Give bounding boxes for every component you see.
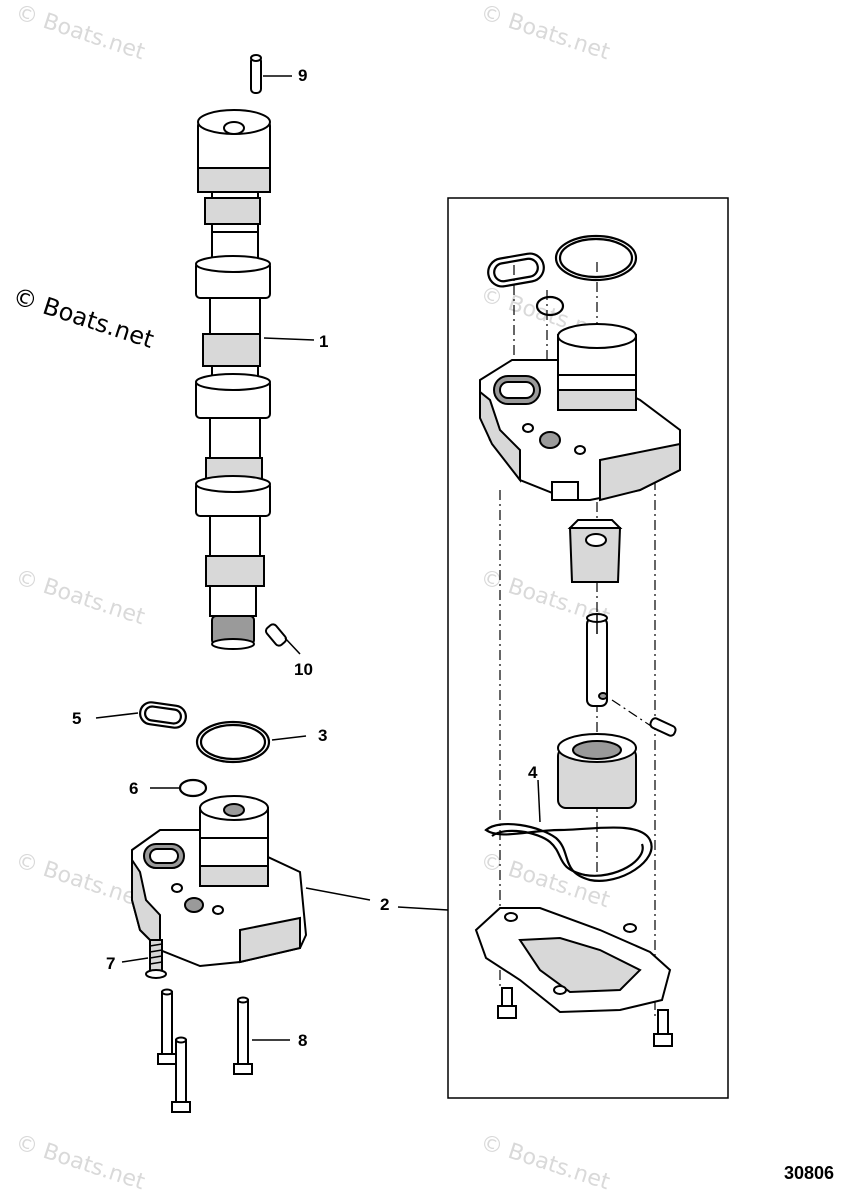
o-ring-small bbox=[150, 778, 208, 798]
exploded-view-parts bbox=[474, 234, 681, 1047]
screw bbox=[121, 939, 167, 979]
oil-pump-assembly bbox=[131, 795, 449, 968]
callout-10: 10 bbox=[294, 660, 313, 679]
callout-6: 6 bbox=[129, 779, 139, 798]
callout-2: 2 bbox=[380, 895, 390, 914]
callout-5: 5 bbox=[72, 709, 82, 728]
callout-3: 3 bbox=[318, 726, 328, 745]
callout-4: 4 bbox=[528, 763, 538, 782]
dowel-pin-lower bbox=[264, 623, 301, 655]
figure-number: 30806 bbox=[784, 1163, 835, 1183]
oval-seal bbox=[95, 701, 187, 729]
bolts bbox=[157, 988, 290, 1113]
callout-9: 9 bbox=[298, 66, 308, 85]
camshaft bbox=[195, 109, 315, 650]
o-ring-large bbox=[195, 720, 307, 764]
callout-8: 8 bbox=[298, 1031, 308, 1050]
callout-7: 7 bbox=[106, 954, 116, 973]
callout-1: 1 bbox=[319, 332, 329, 351]
exploded-view-frame bbox=[447, 197, 729, 1099]
dowel-pin-top bbox=[250, 54, 292, 94]
